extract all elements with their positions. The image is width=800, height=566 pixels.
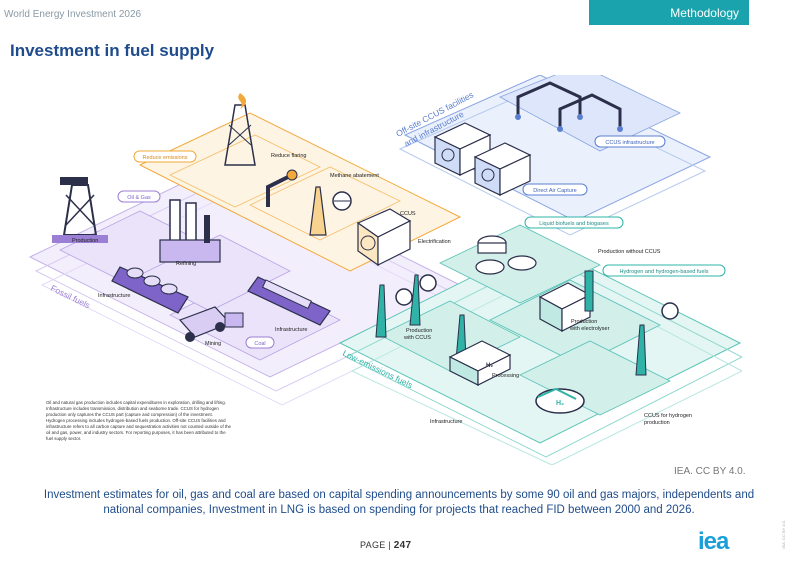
h2-label-processing: H₂ <box>486 363 493 369</box>
ccus-stack <box>309 186 352 236</box>
hydrogen-ccus-stacks <box>635 302 679 376</box>
label-mining: Mining <box>205 341 221 347</box>
methane-abatement-pipe <box>266 169 298 207</box>
ccus-production-stacks <box>375 274 437 338</box>
label-production-electrolyser-2: with electrolyser <box>569 326 610 332</box>
hydrogen-storage-tank <box>535 387 585 414</box>
tag-hydrogen: Hydrogen and hydrogen-based fuels <box>602 264 726 277</box>
electrification-unit <box>356 208 412 267</box>
coal-mining-truck <box>178 306 244 342</box>
tag-reduce-emissions: Reduce emissions <box>133 150 197 163</box>
methodology-tab[interactable]: Methodology <box>589 0 749 24</box>
tag-liquid-biofuels-label: Liquid biofuels and biogases <box>539 221 609 227</box>
figure-caption: Investment estimates for oil, gas and co… <box>43 489 755 516</box>
low-emissions-labels: Production without CCUS Production with … <box>403 249 692 426</box>
refinery <box>159 199 221 263</box>
label-methane-abatement: Methane abatement <box>330 173 379 179</box>
tag-hydrogen-label: Hydrogen and hydrogen-based fuels <box>620 269 709 275</box>
label-ccus: CCUS <box>400 211 416 217</box>
label-production-without-ccus: Production without CCUS <box>598 249 661 255</box>
page-number: PAGE | 247 <box>360 540 411 551</box>
fuel-supply-illustration: Production Refining Infrastructure Infra… <box>28 75 742 465</box>
label-processing: Processing <box>492 373 519 379</box>
report-title: World Energy Investment 2026 <box>4 9 142 20</box>
label-reduce-flaring: Reduce flaring <box>271 153 306 159</box>
license-credit: IEA. CC BY 4.0. <box>674 466 746 477</box>
tag-direct-air-capture-label: Direct Air Capture <box>533 188 576 194</box>
electrolyser-plant <box>538 270 594 333</box>
direct-air-capture-units <box>433 122 532 196</box>
fossil-fuels-section-label: Fossil fuels <box>49 283 92 311</box>
tag-direct-air-capture: Direct Air Capture <box>522 183 588 196</box>
tag-coal: Coal <box>245 336 275 349</box>
tag-oil-gas: Oil & Gas <box>117 190 161 203</box>
label-production-with-ccus-2: with CCUS <box>403 335 431 341</box>
page-title: Investment in fuel supply <box>10 41 215 60</box>
label-infrastructure-h2: Infrastructure <box>430 419 462 425</box>
label-infrastructure-lng: Infrastructure <box>275 327 307 333</box>
label-production-electrolyser-1: Production <box>571 319 597 325</box>
tag-liquid-biofuels: Liquid biofuels and biogases <box>524 216 624 229</box>
page-separator: | <box>385 540 394 550</box>
tab-divider <box>589 24 749 25</box>
page-number-value: 247 <box>393 540 412 551</box>
tag-reduce-emissions-label: Reduce emissions <box>143 155 188 161</box>
offsite-ccus-platform <box>398 75 712 236</box>
tag-oil-gas-label: Oil & Gas <box>127 195 151 201</box>
illustration-footnote: Oil and natural gas production includes … <box>46 400 232 441</box>
h2-label-tank: H₂ <box>556 400 564 407</box>
biogas-tanks <box>475 235 537 275</box>
page-prefix: PAGE <box>360 540 386 550</box>
lng-tanker <box>247 276 331 326</box>
label-production: Production <box>72 238 98 244</box>
oil-production-rig <box>52 177 108 243</box>
tag-ccus-infrastructure: CCUS infrastructure <box>594 135 666 148</box>
flaring-tower <box>224 93 256 166</box>
processing-plant <box>448 314 512 386</box>
label-electrification: Electrification <box>418 239 451 245</box>
low-emissions-platform <box>338 224 742 465</box>
label-refining: Refining <box>176 261 196 267</box>
tag-coal-label: Coal <box>254 341 265 347</box>
label-ccus-hydrogen-2: production <box>644 420 670 426</box>
fossil-labels: Production Refining Infrastructure Infra… <box>72 153 451 347</box>
side-license-note: IEA. CC BY 4.0. <box>781 520 786 549</box>
label-ccus-hydrogen-1: CCUS for hydrogen <box>644 413 692 419</box>
label-infrastructure-ship: Infrastructure <box>98 293 130 299</box>
label-production-with-ccus-1: Production <box>406 328 432 334</box>
iea-logo: iea <box>698 528 729 555</box>
tag-ccus-infrastructure-label: CCUS infrastructure <box>605 140 654 146</box>
oil-tanker <box>111 266 189 314</box>
ccus-pipework <box>515 81 623 132</box>
